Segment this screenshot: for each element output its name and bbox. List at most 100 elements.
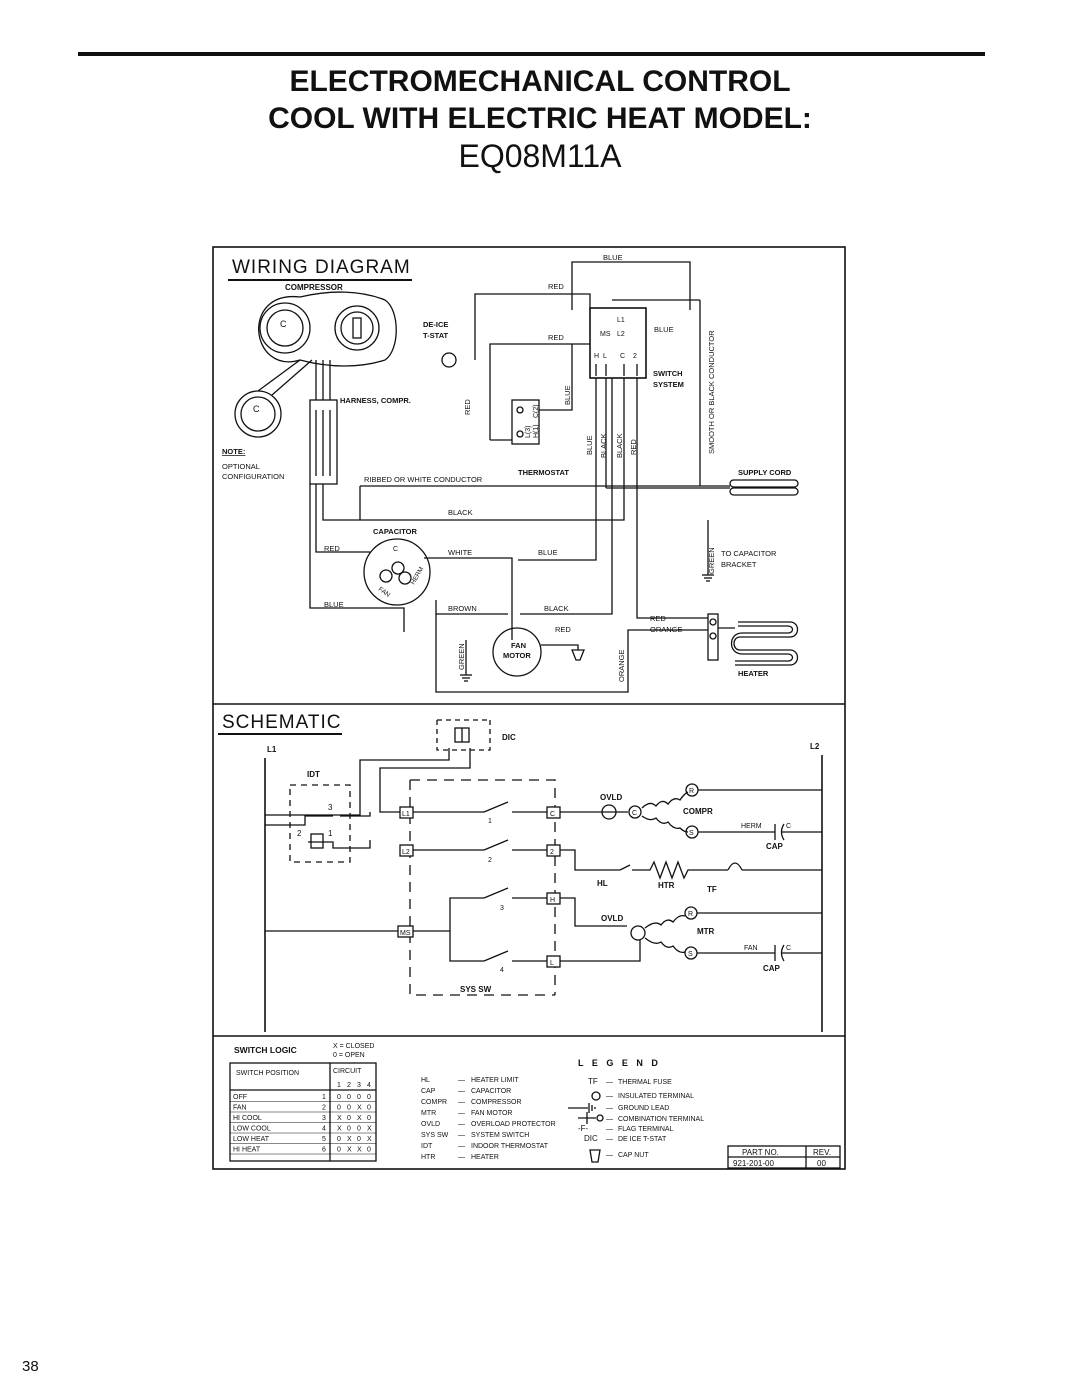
schematic-heading: SCHEMATIC [222, 712, 341, 733]
legend-dash: — [606, 1105, 613, 1112]
circuit-state: 0 [357, 1094, 361, 1101]
part-no-label: PART NO. [742, 1148, 779, 1157]
top-rule [78, 52, 985, 56]
col-circuit: CIRCUIT [333, 1068, 362, 1075]
wiring-section: WIRING DIAGRAM COMPRESSOR C C NOTE: OPTI… [222, 253, 799, 693]
circuit-state: X [337, 1126, 342, 1133]
wire-label-orange: ORANGE [617, 649, 626, 682]
terminal-2: 2 [550, 849, 554, 856]
x-closed-label: X = CLOSED [333, 1043, 374, 1050]
t-stat-label: T-STAT [423, 331, 449, 340]
switch-terminal-l: L [603, 353, 607, 360]
contact-3: 3 [500, 905, 504, 912]
insulated-terminal-icon [591, 1091, 601, 1101]
svg-text:C: C [253, 404, 260, 414]
legend-dash: — [606, 1079, 613, 1086]
de-ice-tstat [441, 352, 457, 368]
fan-motor-label: MOTOR [503, 651, 531, 660]
legend-dash: — [458, 1110, 465, 1117]
switch-terminal-h: H [594, 353, 599, 360]
legend-symbol-desc: FLAG TERMINAL [618, 1126, 674, 1133]
wire-label-red: RED [463, 399, 472, 415]
capacitor-terminal-c: C [393, 546, 398, 553]
capacitor-terminal-fan: FAN [377, 586, 392, 599]
legend-dash: — [458, 1099, 465, 1106]
optional-compressor-plug: C [234, 359, 313, 438]
switch-terminal-2: 2 [633, 353, 637, 360]
switch-terminal-l1: L1 [617, 317, 625, 324]
legend-dash: — [606, 1126, 613, 1133]
fan-motor-label: FAN [511, 641, 526, 650]
legend-abbr: OVLD [421, 1121, 440, 1128]
wire-label-red: RED [555, 625, 571, 634]
idt-terminal-1: 1 [328, 829, 333, 838]
figure-frame [212, 246, 846, 1170]
legend-abbreviations: HL—HEATER LIMITCAP—CAPACITORCOMPR—COMPRE… [421, 1077, 556, 1161]
circuit-state: 0 [357, 1126, 361, 1133]
circuit-number: 1 [337, 1082, 341, 1089]
page-number: 38 [22, 1358, 39, 1375]
switch-position-number: 2 [322, 1105, 326, 1112]
wire-label-green: GREEN [707, 547, 716, 574]
legend-abbr: MTR [421, 1110, 436, 1117]
rev-label: REV. [813, 1148, 831, 1157]
dic-label: DIC [502, 733, 516, 742]
svg-text:C: C [280, 319, 287, 329]
legend-title: L E G E N D [578, 1058, 661, 1068]
htr-label: HTR [658, 881, 675, 890]
wire-label-blue: BLUE [538, 548, 558, 557]
cap-terminal-c: C [786, 823, 791, 830]
circuit-state: X [347, 1147, 352, 1154]
system-label: SYSTEM [653, 380, 684, 389]
fan-terminal-label: FAN [744, 945, 758, 952]
ribbed-conductor-label: RIBBED OR WHITE CONDUCTOR [364, 475, 483, 484]
idt-label: IDT [307, 770, 320, 779]
legend-dash: — [606, 1152, 613, 1159]
idt-terminal-2: 2 [297, 829, 302, 838]
legend-symbols: TF—THERMAL FUSE—INSULATED TERMINAL—GROUN… [578, 1077, 704, 1159]
compr-terminal-s: S [689, 830, 694, 837]
switch-terminal-ms: MS [600, 331, 611, 338]
wire-label-red: RED [324, 544, 340, 553]
legend-desc: OVERLOAD PROTECTOR [471, 1121, 556, 1128]
wire-label-red: RED [629, 439, 638, 455]
o-open-label: 0 = OPEN [333, 1052, 365, 1059]
idt-terminal-3: 3 [328, 803, 333, 812]
legend-desc: SYSTEM SWITCH [471, 1132, 529, 1139]
legend-abbr: HTR [421, 1154, 435, 1161]
circuit-state: X [357, 1147, 362, 1154]
circuit-state: 0 [337, 1147, 341, 1154]
legend-dash: — [458, 1077, 465, 1084]
smooth-conductor-label: SMOOTH OR BLACK CONDUCTOR [707, 330, 716, 454]
wire-label-orange: ORANGE [650, 625, 683, 634]
switch-logic-section: SWITCH LOGIC X = CLOSED 0 = OPEN SWITCH … [229, 1043, 377, 1162]
switch-position-number: 4 [322, 1126, 326, 1133]
capacitor-terminal-herm: HERM [410, 566, 426, 586]
legend-dash: — [458, 1132, 465, 1139]
schematic-l2: L2 [810, 742, 820, 751]
legend-abbr: COMPR [421, 1099, 447, 1106]
wire-label-black: BLACK [615, 433, 624, 458]
to-capacitor-label: TO CAPACITOR [721, 549, 777, 558]
cap-terminal-c: C [786, 945, 791, 952]
legend-dash: — [458, 1154, 465, 1161]
legend-symbol-desc: DE ICE T-STAT [618, 1136, 667, 1143]
wire-label-green: GREEN [457, 643, 466, 670]
legend-symbol-desc: THERMAL FUSE [618, 1079, 672, 1086]
terminal-l2: L2 [402, 849, 410, 856]
wire-label-blue: BLUE [563, 385, 572, 405]
circuit-state: 0 [337, 1136, 341, 1143]
circuit-state: 0 [367, 1105, 371, 1112]
legend-desc: CAPACITOR [471, 1088, 511, 1095]
wire-label-blue: BLUE [654, 325, 674, 334]
circuit-state: X [357, 1115, 362, 1122]
circuit-state: X [357, 1105, 362, 1112]
circuit-state: 0 [337, 1105, 341, 1112]
wire-label-black: BLACK [544, 604, 569, 613]
thermostat-terminal-l3: L(3) [525, 426, 532, 438]
thermostat-terminal-c2: C(2) [533, 404, 540, 418]
terminal-c: C [550, 811, 555, 818]
contact-4: 4 [500, 967, 504, 974]
legend-abbr: HL [421, 1077, 430, 1084]
